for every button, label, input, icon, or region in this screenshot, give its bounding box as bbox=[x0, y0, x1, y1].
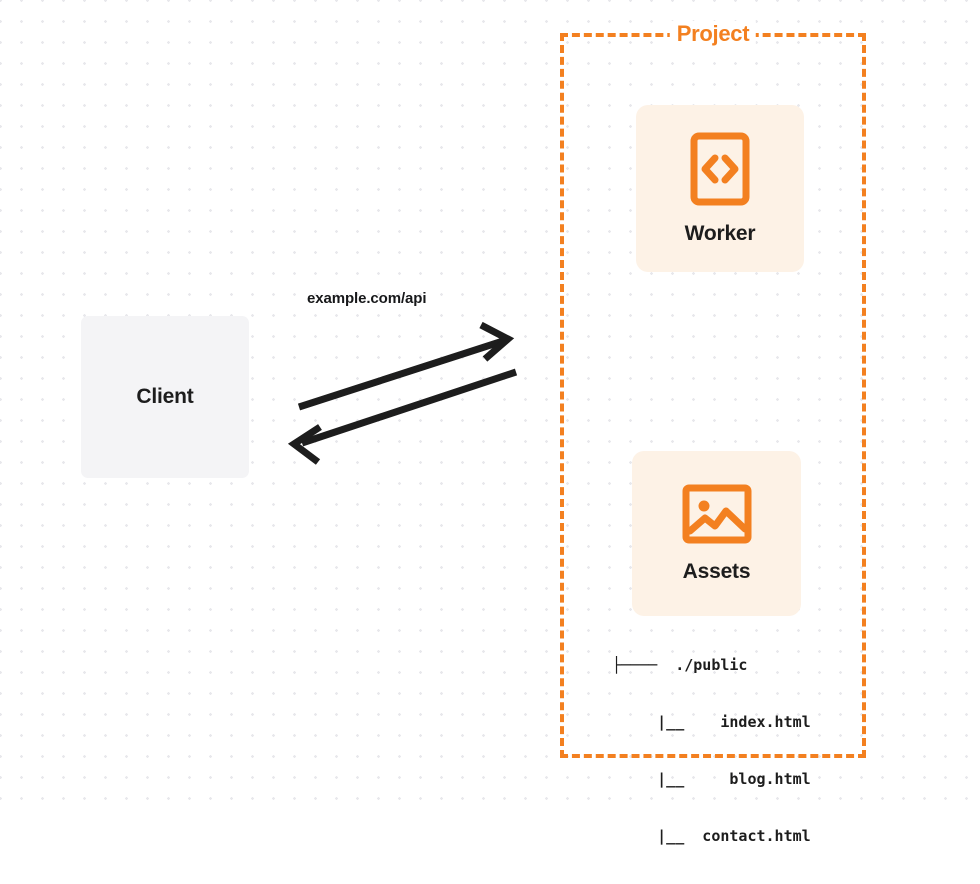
node-client[interactable]: Client bbox=[81, 316, 249, 478]
project-container[interactable]: Project Worker Assets bbox=[560, 21, 866, 845]
node-assets[interactable]: Assets bbox=[632, 451, 801, 616]
assets-file-tree: ├──── ./public |__ index.html |__ blog.h… bbox=[612, 618, 811, 884]
project-title: Project bbox=[669, 21, 757, 47]
response-arrow-line bbox=[300, 368, 518, 447]
node-worker-label: Worker bbox=[684, 221, 756, 245]
file-tree-line: |__ contact.html bbox=[612, 827, 811, 845]
request-arrow-line bbox=[297, 337, 505, 411]
file-tree-line: |__ blog.html bbox=[612, 770, 811, 788]
image-icon bbox=[682, 484, 752, 544]
file-tree-line: |__ index.html bbox=[612, 713, 811, 731]
node-client-label: Client bbox=[136, 385, 194, 408]
node-worker[interactable]: Worker bbox=[636, 105, 804, 272]
request-arrow-head bbox=[479, 321, 515, 362]
file-tree-line: ├──── ./public bbox=[612, 656, 748, 674]
node-assets-label: Assets bbox=[682, 559, 751, 583]
code-brackets-icon bbox=[690, 132, 750, 206]
diagram-canvas: Client example.com/api Project Worke bbox=[0, 0, 980, 845]
response-arrow-head bbox=[287, 424, 322, 465]
connector-label: example.com/api bbox=[307, 290, 427, 307]
